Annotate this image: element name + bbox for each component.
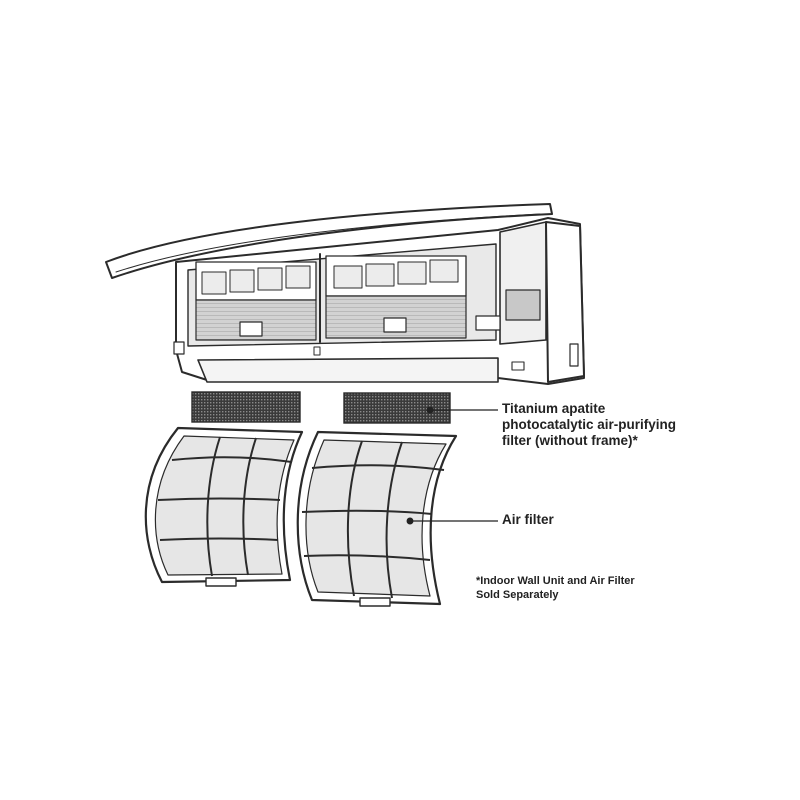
titanium-filter-left — [191, 391, 301, 423]
unit-end-cap — [545, 221, 585, 383]
front-panel-open — [105, 203, 553, 279]
titanium-filter-label: Titanium apatite photocatalytic air-puri… — [502, 401, 676, 449]
titanium-filter-label-line-1: Titanium apatite — [502, 401, 606, 416]
footnote-line-1: *Indoor Wall Unit and Air Filter — [476, 575, 635, 587]
installed-filter-left — [195, 261, 317, 341]
titanium-apatite-filters — [191, 391, 451, 424]
footnote: *Indoor Wall Unit and Air Filter Sold Se… — [476, 574, 635, 602]
titanium-filter-right — [343, 392, 451, 424]
air-filter-label: Air filter — [502, 512, 554, 528]
callout-leaders — [406, 406, 498, 525]
air-filter-label-text: Air filter — [502, 512, 554, 527]
footnote-line-2: Sold Separately — [476, 589, 559, 601]
titanium-filter-label-line-3: filter (without frame)* — [502, 433, 638, 448]
unit-bottom-lip — [197, 357, 499, 383]
air-filter-left — [144, 426, 304, 587]
indoor-wall-unit — [105, 203, 585, 385]
titanium-filter-label-line-2: photocatalytic air-purifying — [502, 417, 677, 432]
air-filter-right — [296, 430, 458, 607]
unit-right-compartment — [499, 221, 547, 345]
installed-filter-right — [325, 255, 467, 339]
